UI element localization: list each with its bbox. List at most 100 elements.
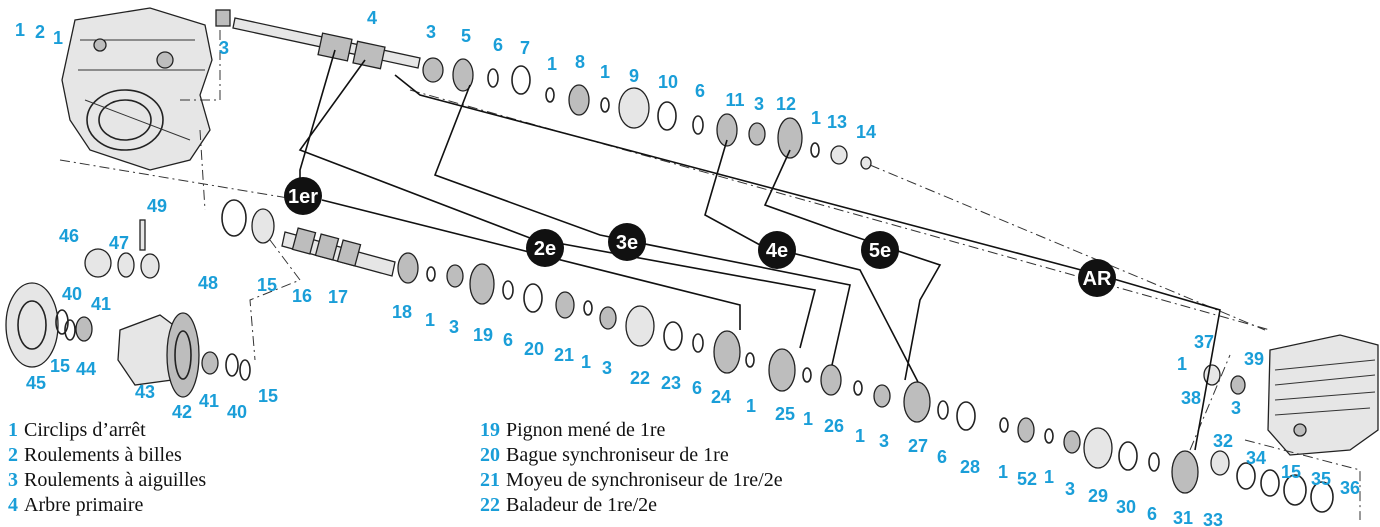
gear-12: [777, 117, 803, 159]
callout-32: 32: [1213, 431, 1233, 451]
ring-30: [1118, 441, 1138, 471]
callout-33: 33: [1203, 510, 1223, 527]
callout-3: 3: [219, 38, 229, 58]
callout-49: 49: [147, 196, 167, 216]
circlip-6-c: [502, 280, 514, 300]
callout-14: 14: [856, 122, 876, 142]
callout-3: 3: [1065, 479, 1075, 499]
callout-6: 6: [695, 81, 705, 101]
callout-1: 1: [855, 426, 865, 446]
part-13: [830, 145, 848, 165]
part-number-callouts: 1 2 1 3 4 3 5 6 7 1 8 1 9 10 6 11 3 12 1…: [15, 8, 1360, 527]
callout-3: 3: [1231, 398, 1241, 418]
gear-8: [568, 84, 590, 116]
crown-wheel: [166, 312, 200, 398]
secondary-shaft: [281, 227, 396, 277]
gear-26: [820, 364, 842, 396]
pin-49: [139, 219, 146, 251]
gearbox-housing-left: [61, 7, 213, 171]
callout-3: 3: [602, 358, 612, 378]
callout-38: 38: [1181, 388, 1201, 408]
side-gear-48: [140, 253, 160, 279]
callout-15: 15: [50, 356, 70, 376]
callout-47: 47: [109, 233, 129, 253]
callout-30: 30: [1116, 497, 1136, 517]
hub-21: [555, 291, 575, 319]
callout-31: 31: [1173, 508, 1193, 527]
ring-40-b: [225, 353, 239, 377]
circlip-6-d: [692, 333, 704, 353]
circlip-1-i: [999, 417, 1009, 433]
needle-bearing-3-b: [748, 122, 766, 146]
callout-5: 5: [461, 26, 471, 46]
svg-text:1er: 1er: [288, 186, 318, 208]
callout-41: 41: [91, 294, 111, 314]
gear-25: [768, 348, 796, 392]
gear-badge-ar: AR: [1078, 259, 1116, 297]
callout-3: 3: [426, 22, 436, 42]
part-32: [1210, 450, 1230, 476]
callout-3: 3: [879, 431, 889, 451]
primary-shaft: [232, 17, 421, 70]
callout-1: 1: [803, 409, 813, 429]
callout-46: 46: [59, 226, 79, 246]
callout-15: 15: [1281, 462, 1301, 482]
callout-45: 45: [26, 373, 46, 393]
ring-40: [55, 309, 69, 335]
ring-23: [663, 321, 683, 351]
callout-52: 52: [1017, 469, 1037, 489]
callout-1: 1: [600, 62, 610, 82]
gear-badge-2e: 2e: [526, 229, 564, 267]
callout-6: 6: [1147, 504, 1157, 524]
callout-1: 1: [15, 20, 25, 40]
callout-28: 28: [960, 457, 980, 477]
ring-15-c: [64, 319, 76, 341]
sleeve-22: [625, 305, 655, 347]
gear-5-upper: [452, 58, 474, 92]
needle-bearing-3-d: [599, 306, 617, 330]
bearing-18: [397, 252, 419, 284]
ring-28: [956, 401, 976, 431]
gear-24: [713, 330, 741, 374]
gear-19: [469, 263, 495, 305]
callout-34: 34: [1246, 448, 1266, 468]
sleeve-29: [1083, 427, 1113, 469]
circlip-1-g: [802, 367, 812, 383]
callout-43: 43: [135, 382, 155, 402]
svg-text:4e: 4e: [766, 240, 788, 262]
ring-10: [657, 101, 677, 131]
callout-15: 15: [257, 275, 277, 295]
circlip-1-e: [583, 300, 593, 316]
circlip-1-b: [600, 97, 610, 113]
gear-badge-5e: 5e: [861, 231, 899, 269]
callout-3: 3: [754, 94, 764, 114]
callout-10: 10: [658, 72, 678, 92]
side-gear-47: [117, 252, 135, 278]
ring-15-d: [239, 359, 251, 381]
callout-36: 36: [1340, 478, 1360, 498]
callout-11: 11: [725, 90, 744, 110]
callout-26: 26: [824, 416, 844, 436]
circlip-1-a: [545, 87, 555, 103]
callout-44: 44: [76, 359, 96, 379]
callout-39: 39: [1244, 349, 1264, 369]
callout-12: 12: [776, 94, 796, 114]
callout-1: 1: [581, 352, 591, 372]
callout-48: 48: [198, 273, 218, 293]
callout-35: 35: [1311, 469, 1331, 489]
callout-3: 3: [449, 317, 459, 337]
ring-34: [1236, 462, 1256, 490]
callout-7: 7: [520, 38, 530, 58]
part-52: [1017, 417, 1035, 443]
circlip-6-upper: [487, 68, 499, 88]
callout-20: 20: [524, 339, 544, 359]
callout-18: 18: [392, 302, 412, 322]
gearbox-housing-right: [1267, 334, 1379, 456]
circlip-1-d: [426, 266, 436, 282]
